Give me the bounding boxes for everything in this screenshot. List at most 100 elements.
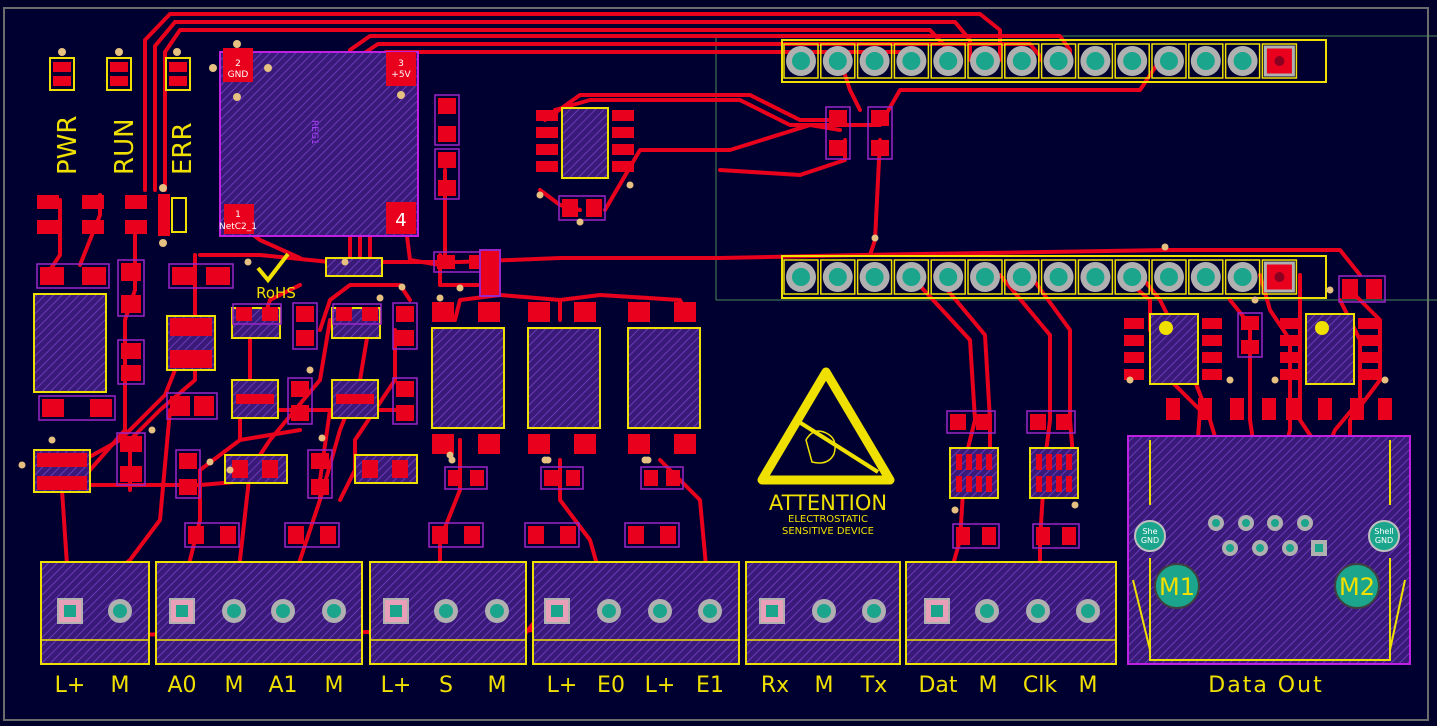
smd-pad: [448, 470, 462, 486]
ic-pin: [1358, 335, 1378, 346]
ic-pin: [1124, 352, 1144, 363]
via: [1071, 501, 1079, 509]
smd-pad: [1318, 398, 1332, 420]
via: [951, 506, 959, 514]
smd-pad: [1286, 398, 1300, 420]
smd-pad: [432, 302, 454, 322]
via: [376, 294, 384, 302]
led-label-err: ERR: [168, 122, 198, 175]
via: [318, 434, 326, 442]
smd-pad: [262, 307, 278, 321]
smd-pad: [574, 302, 596, 322]
smd-pad: [432, 434, 454, 454]
ic-pin: [1202, 369, 1222, 380]
smd-pad: [1030, 414, 1046, 430]
pad1-net: NetC2_1: [219, 222, 257, 232]
power-module: 2 GND 3 +5V 1 NetC2_1 4 REG1: [209, 40, 419, 237]
smd-pad: [528, 526, 544, 544]
ic-pin: [956, 476, 962, 492]
smd-pad: [437, 255, 455, 269]
component-body: [527, 327, 601, 429]
connector-label: E1: [696, 673, 724, 698]
smd-pad: [82, 267, 106, 285]
ic-pin: [1280, 369, 1300, 380]
via: [1381, 376, 1389, 384]
ic-pin: [986, 476, 992, 492]
ic-pin: [1124, 318, 1144, 329]
smd-pad: [396, 381, 414, 397]
smd-pad: [438, 180, 456, 196]
ic-pin: [1066, 454, 1072, 470]
shell-right-1: Shell: [1374, 527, 1394, 536]
smd-pad: [121, 343, 141, 359]
pad2-number: 2: [235, 59, 241, 69]
ic-pin: [966, 476, 972, 492]
ic-pin: [1036, 476, 1042, 492]
smd-pad: [120, 436, 142, 452]
connector-label: L+: [645, 673, 676, 698]
via: [398, 283, 406, 291]
ic-pin: [1046, 454, 1052, 470]
ic-pin: [1056, 454, 1062, 470]
smd-pad: [950, 414, 966, 430]
ic-pin: [536, 110, 558, 121]
component-body: [561, 107, 609, 179]
led-indicators: PWR RUN ERR: [49, 48, 198, 175]
smd-pad: [291, 381, 309, 397]
smd-pad: [674, 302, 696, 322]
shell-left-2: GND: [1141, 536, 1159, 545]
component-body: [1305, 313, 1355, 385]
connector-label: M: [979, 673, 998, 698]
connector-label: M: [225, 673, 244, 698]
connector-label: M: [111, 673, 130, 698]
connector-label: M: [815, 673, 834, 698]
data-out-label: Data Out: [1208, 673, 1323, 698]
via: [1271, 376, 1279, 384]
smd-pad: [1342, 279, 1358, 299]
via: [576, 218, 584, 226]
rohs-mark: RoHS: [256, 252, 296, 302]
connector-label: A0: [167, 673, 196, 698]
pad4-number: 4: [395, 210, 406, 231]
smd-pad: [644, 470, 658, 486]
via: [436, 294, 444, 302]
pad1-number: 1: [235, 210, 241, 220]
esd-line2: SENSITIVE DEVICE: [782, 526, 874, 537]
connector-label: L+: [55, 673, 86, 698]
ic-pin: [612, 127, 634, 138]
smd-pad: [206, 267, 230, 285]
smd-pad: [1378, 398, 1392, 420]
smd-pad: [1350, 398, 1364, 420]
via: [226, 466, 234, 474]
via: [541, 456, 549, 464]
via: [148, 426, 156, 434]
via: [871, 234, 879, 242]
ic-pin: [956, 454, 962, 470]
smd-pad: [336, 307, 352, 321]
smd-pad: [560, 526, 576, 544]
smd-pad: [438, 126, 456, 142]
pad2-net: GND: [228, 70, 249, 80]
ic-pin: [1202, 352, 1222, 363]
smd-pad: [528, 302, 550, 322]
via: [446, 451, 454, 459]
smd-pad: [1166, 398, 1180, 420]
via: [306, 366, 314, 374]
ic-pin: [1202, 335, 1222, 346]
smd-pad: [170, 396, 190, 416]
via: [536, 191, 544, 199]
ic-pin: [536, 144, 558, 155]
smd-pad: [320, 526, 336, 544]
connector-label: M: [488, 673, 507, 698]
ic-pin: [976, 476, 982, 492]
smd-pad: [562, 199, 578, 217]
rohs-text: RoHS: [256, 284, 296, 302]
ic-pin: [1066, 476, 1072, 492]
smd-pad: [871, 110, 889, 126]
smd-pad: [666, 470, 680, 486]
smd-pad: [871, 140, 889, 156]
smd-pad: [40, 267, 64, 285]
connector-label: M: [325, 673, 344, 698]
terminal-blocks: [40, 561, 1117, 665]
